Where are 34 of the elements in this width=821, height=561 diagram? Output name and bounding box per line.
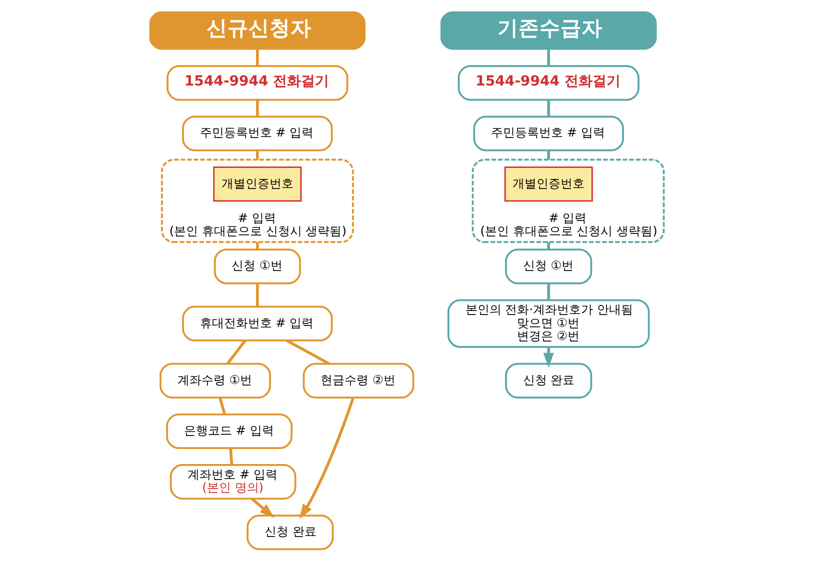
node-box: 휴대전화번호 # 입력 bbox=[182, 306, 333, 342]
node-box: 신규신청자 bbox=[149, 11, 366, 50]
node-box: 주민등록번호 # 입력 bbox=[182, 116, 333, 152]
node-box: 계좌번호 # 입력 (본인 명의) bbox=[170, 464, 296, 500]
node-box: 본인의 전화·계좌번호가 안내됨 맞으면 ①번 변경은 ②번 bbox=[447, 299, 650, 348]
node-box: 신청 완료 bbox=[246, 514, 334, 550]
node-box: 개별인증번호 bbox=[213, 166, 302, 202]
connector bbox=[256, 242, 259, 250]
connector bbox=[229, 448, 234, 465]
node-box: 주민등록번호 # 입력 bbox=[473, 116, 624, 152]
connector bbox=[226, 340, 246, 364]
node-box: 기존수급자 bbox=[440, 11, 657, 50]
node-box: 1544-9944 전화걸기 bbox=[166, 65, 348, 101]
connector bbox=[547, 49, 550, 66]
connector bbox=[286, 339, 330, 366]
node-box: 현금수령 ②번 bbox=[302, 362, 414, 398]
node-box: 은행코드 # 입력 bbox=[166, 413, 293, 450]
connector bbox=[547, 283, 550, 300]
connector bbox=[218, 397, 226, 415]
node-box: 신청 ①번 bbox=[505, 248, 592, 284]
node-box: 신청 ①번 bbox=[214, 248, 301, 284]
connector bbox=[256, 100, 259, 116]
node-box: 계좌수령 ①번 bbox=[160, 362, 271, 398]
arrow bbox=[250, 498, 274, 518]
connector bbox=[547, 242, 550, 250]
connector bbox=[547, 150, 550, 160]
node-box: 신청 완료 bbox=[505, 362, 592, 398]
node-box: 1544-9944 전화걸기 bbox=[458, 65, 640, 101]
node-box: 개별인증번호 bbox=[504, 166, 593, 202]
connector bbox=[256, 150, 259, 160]
connector bbox=[256, 49, 259, 66]
connector bbox=[256, 283, 259, 306]
arrow bbox=[299, 397, 355, 520]
connector bbox=[547, 100, 550, 116]
